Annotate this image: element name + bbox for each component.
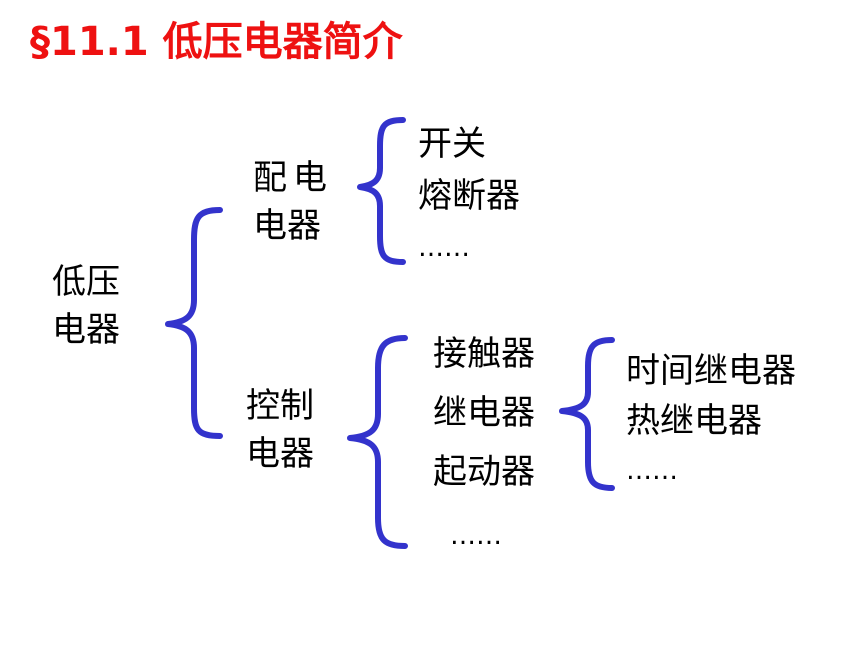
distribution-line2: 电器 bbox=[253, 206, 321, 246]
relay-items: 时间继电器 热继电器 …… bbox=[626, 346, 796, 496]
root-line2: 电器 bbox=[52, 310, 120, 350]
control-line1: 控制 bbox=[246, 386, 314, 426]
root-node: 低压 电器 bbox=[52, 258, 120, 354]
distribution-line1: 配电 bbox=[253, 158, 333, 198]
control-brace bbox=[347, 335, 408, 549]
control-item: 接触器 bbox=[433, 334, 535, 374]
distribution-item: 开关 bbox=[418, 124, 486, 164]
relay-brace bbox=[559, 337, 615, 491]
page-title: §11.1 低压电器简介 bbox=[30, 19, 403, 65]
root-brace bbox=[165, 207, 223, 439]
distribution-brace bbox=[357, 117, 406, 265]
distribution-item: 熔断器 bbox=[418, 176, 520, 216]
distribution-item: …… bbox=[418, 233, 470, 263]
control-item: …… bbox=[450, 521, 502, 551]
control-item: 起动器 bbox=[433, 452, 535, 492]
relay-item: 热继电器 bbox=[626, 401, 762, 441]
control-line2: 电器 bbox=[246, 434, 314, 474]
root-line1: 低压 bbox=[52, 262, 120, 302]
control-item: 继电器 bbox=[433, 393, 535, 433]
relay-item: …… bbox=[626, 456, 678, 486]
distribution-items: 开关 熔断器 …… bbox=[418, 118, 520, 274]
distribution-node: 配电 电器 bbox=[253, 154, 333, 250]
relay-item: 时间继电器 bbox=[626, 351, 796, 391]
control-node: 控制 电器 bbox=[246, 382, 314, 478]
